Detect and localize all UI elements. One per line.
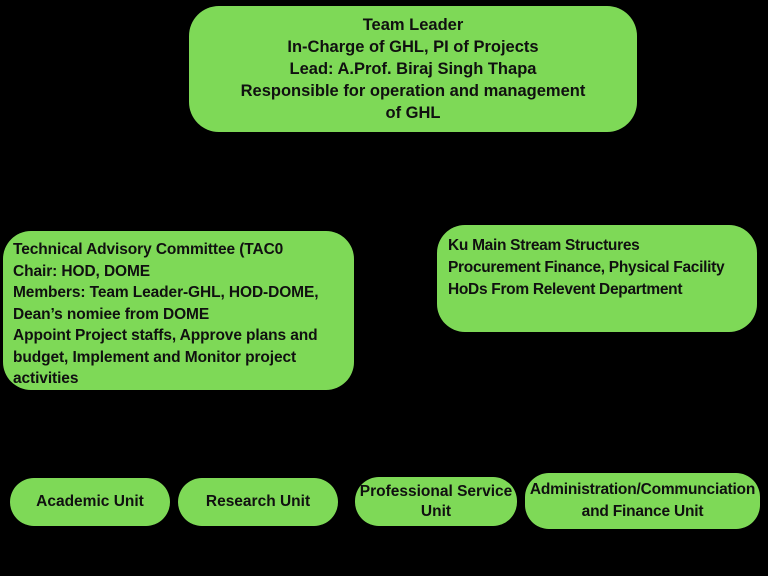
team-leader-name: Lead: A.Prof. Biraj Singh Thapa [289, 60, 537, 78]
team-leader-responsibility-line-1: Responsible for operation and management [240, 82, 586, 100]
unit-box-admin-finance: Administration/Communciation and Finance… [525, 473, 760, 529]
tac-members-line-1: Members: Team Leader-GHL, HOD-DOME, [13, 284, 319, 301]
ku-title: Ku Main Stream Structures [448, 237, 640, 254]
team-leader-responsibility-line-2: of GHL [385, 104, 441, 122]
ku-hods: HoDs From Relevent Department [448, 281, 683, 298]
tac-members-line-2: Dean’s nomiee from DOME [13, 305, 210, 323]
team-leader-role: In-Charge of GHL, PI of Projects [287, 38, 539, 56]
unit-box-professional-service: Professional Service Unit [355, 477, 517, 526]
tac-duties-line-2: budget, Implement and Monitor project [13, 348, 297, 366]
team-leader-title: Team Leader [362, 16, 464, 34]
team-leader-box: Team Leader In-Charge of GHL, PI of Proj… [189, 6, 637, 132]
ku-mainstream-box: Ku Main Stream Structures Procurement Fi… [437, 225, 757, 332]
unit-academic-label: Academic Unit [36, 493, 144, 510]
tac-duties-line-1: Appoint Project staffs, Approve plans an… [13, 327, 318, 344]
tac-chair: Chair: HOD, DOME [13, 262, 151, 280]
ku-departments: Procurement Finance, Physical Facility [448, 259, 725, 276]
tac-title: Technical Advisory Committee (TAC0 [13, 241, 284, 258]
unit-professional-label-line-1: Professional Service [359, 482, 513, 500]
unit-admin-label-line-1: Administration/Communciation [529, 481, 756, 498]
tac-duties-line-3: activities [13, 370, 79, 387]
unit-box-academic: Academic Unit [10, 478, 170, 526]
unit-admin-label-line-2: and Finance Unit [581, 503, 704, 520]
unit-box-research: Research Unit [178, 478, 338, 526]
unit-professional-label-line-2: Unit [420, 502, 452, 520]
tac-box: Technical Advisory Committee (TAC0 Chair… [3, 231, 354, 390]
unit-research-label: Research Unit [205, 493, 311, 510]
